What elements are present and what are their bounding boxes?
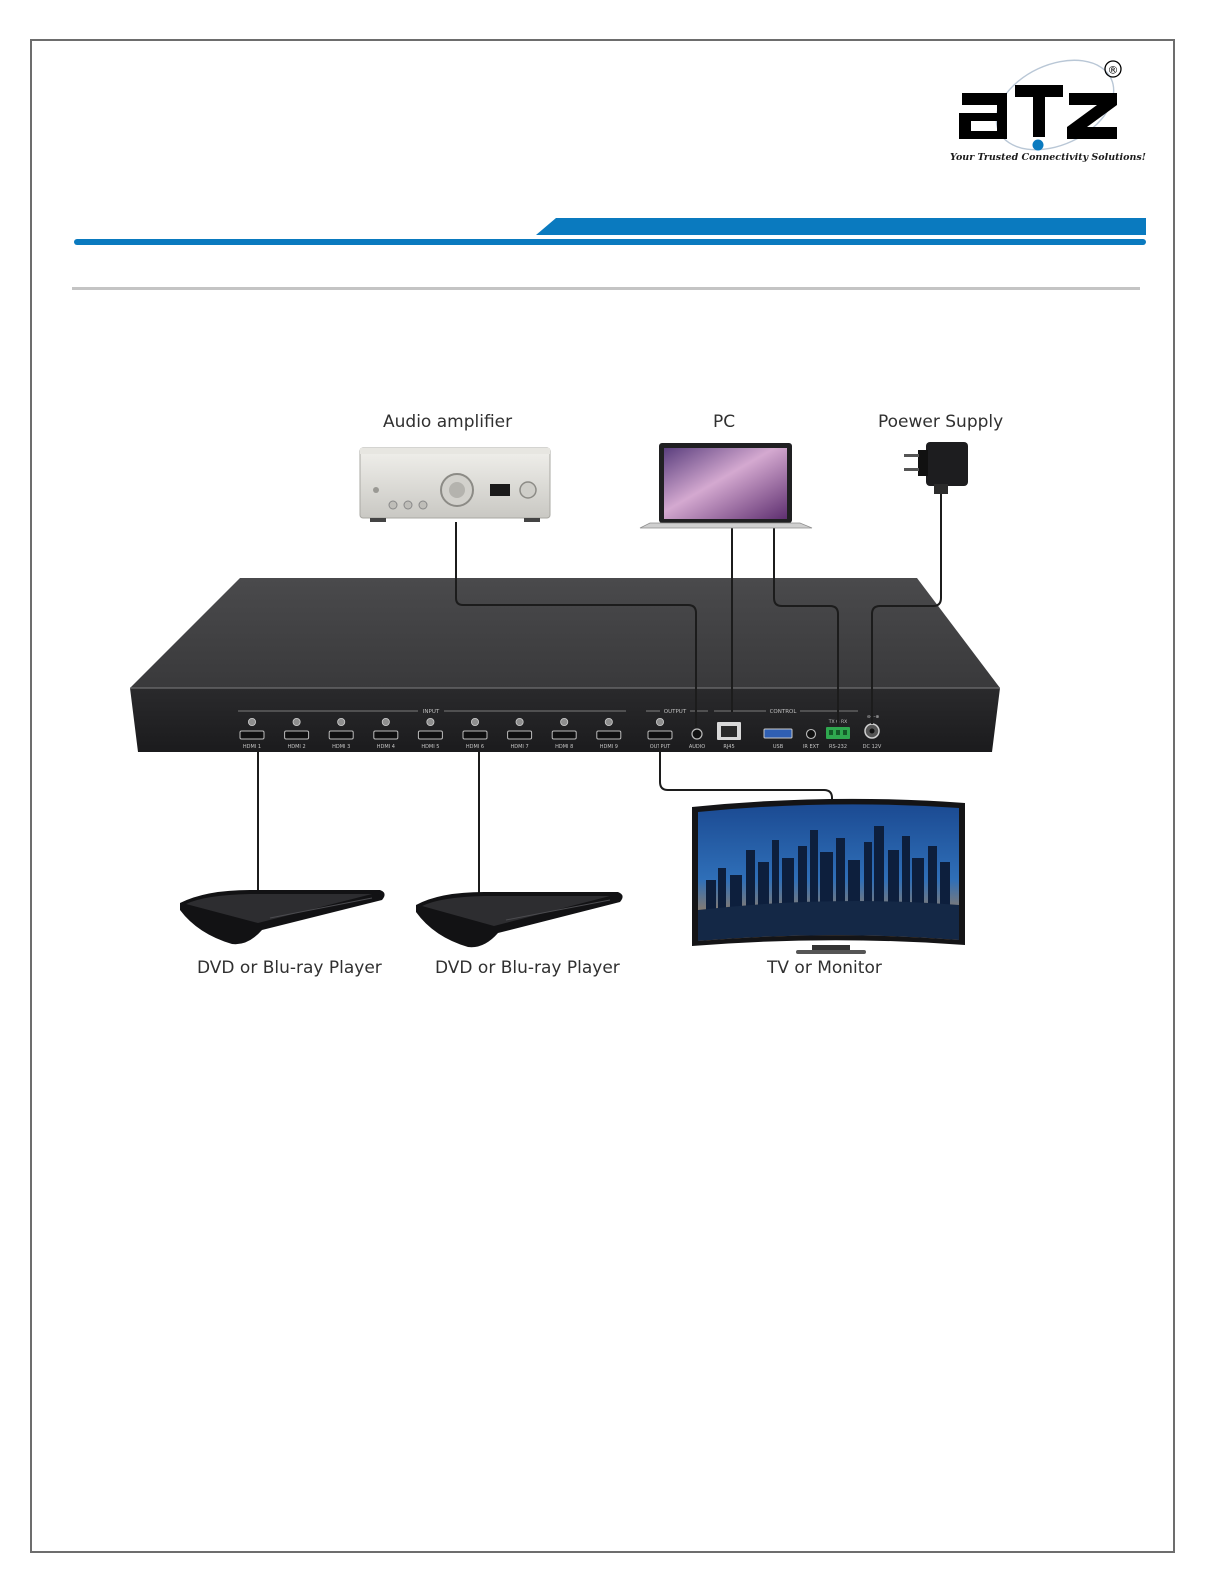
input-led-icon <box>516 718 523 725</box>
ir-ext-port <box>807 730 816 739</box>
control-group-label: CONTROL <box>770 709 798 715</box>
hdmi-input-label: HDMI 2 <box>288 744 306 750</box>
hdmi-input-label: HDMI 8 <box>555 744 573 750</box>
hdmi-output-port <box>648 731 672 739</box>
rj45-port-label: RJ45 <box>723 744 734 750</box>
hdmi-input-label: HDMI 1 <box>243 744 261 750</box>
output-group-label: OUTPUT <box>664 709 687 715</box>
hdmi-input-port <box>285 731 309 739</box>
audio-jack-port <box>692 729 702 739</box>
svg-text:⊖-·-⊕: ⊖-·-⊕ <box>867 715 879 720</box>
audio-amplifier-label: Audio amplifier <box>383 412 512 432</box>
input-led-icon <box>561 718 568 725</box>
hdmi-input-port <box>240 731 264 739</box>
hdmi-input-label: HDMI 3 <box>332 744 350 750</box>
tv-monitor <box>692 799 965 954</box>
dvd-player-1 <box>180 890 385 944</box>
input-led-icon <box>382 718 389 725</box>
input-led-icon <box>338 718 345 725</box>
output-led-icon <box>656 718 663 725</box>
input-led-icon <box>471 718 478 725</box>
ir-port-label: IR EXT <box>803 744 820 750</box>
hdmi-input-port <box>508 731 532 739</box>
power-supply-label: Poewer Supply <box>878 412 1003 432</box>
input-led-icon <box>427 718 434 725</box>
input-group-label: INPUT <box>423 709 440 715</box>
audio-amplifier <box>360 448 550 522</box>
hdmi-input-port <box>597 731 621 739</box>
player-1-label: DVD or Blu-ray Player <box>197 958 382 978</box>
hdmi-input-port <box>418 731 442 739</box>
usb-port-label: USB <box>773 744 784 750</box>
hdmi-input-label: HDMI 7 <box>511 744 529 750</box>
usb-port <box>764 729 792 738</box>
hdmi-input-label: HDMI 6 <box>466 744 484 750</box>
hdmi-input-label: HDMI 4 <box>377 744 395 750</box>
power-adapter <box>904 442 968 494</box>
rs232-port-label: RS-232 <box>829 744 847 750</box>
input-led-icon <box>248 718 255 725</box>
hdmi-input-label: HDMI 9 <box>600 744 618 750</box>
hdmi-input-port <box>329 731 353 739</box>
pc-label: PC <box>713 412 735 432</box>
player-2-label: DVD or Blu-ray Player <box>435 958 620 978</box>
dc-port-label: DC 12V <box>863 744 882 750</box>
hdmi-input-port <box>374 731 398 739</box>
audio-port-label: AUDIO <box>689 744 705 750</box>
dvd-player-2 <box>416 892 623 947</box>
input-led-icon <box>605 718 612 725</box>
laptop-pc <box>640 443 812 528</box>
hdmi-input-port <box>463 731 487 739</box>
hdmi-input-port <box>552 731 576 739</box>
hdmi-input-label: HDMI 5 <box>421 744 439 750</box>
display-label: TV or Monitor <box>767 958 882 978</box>
input-led-icon <box>293 718 300 725</box>
